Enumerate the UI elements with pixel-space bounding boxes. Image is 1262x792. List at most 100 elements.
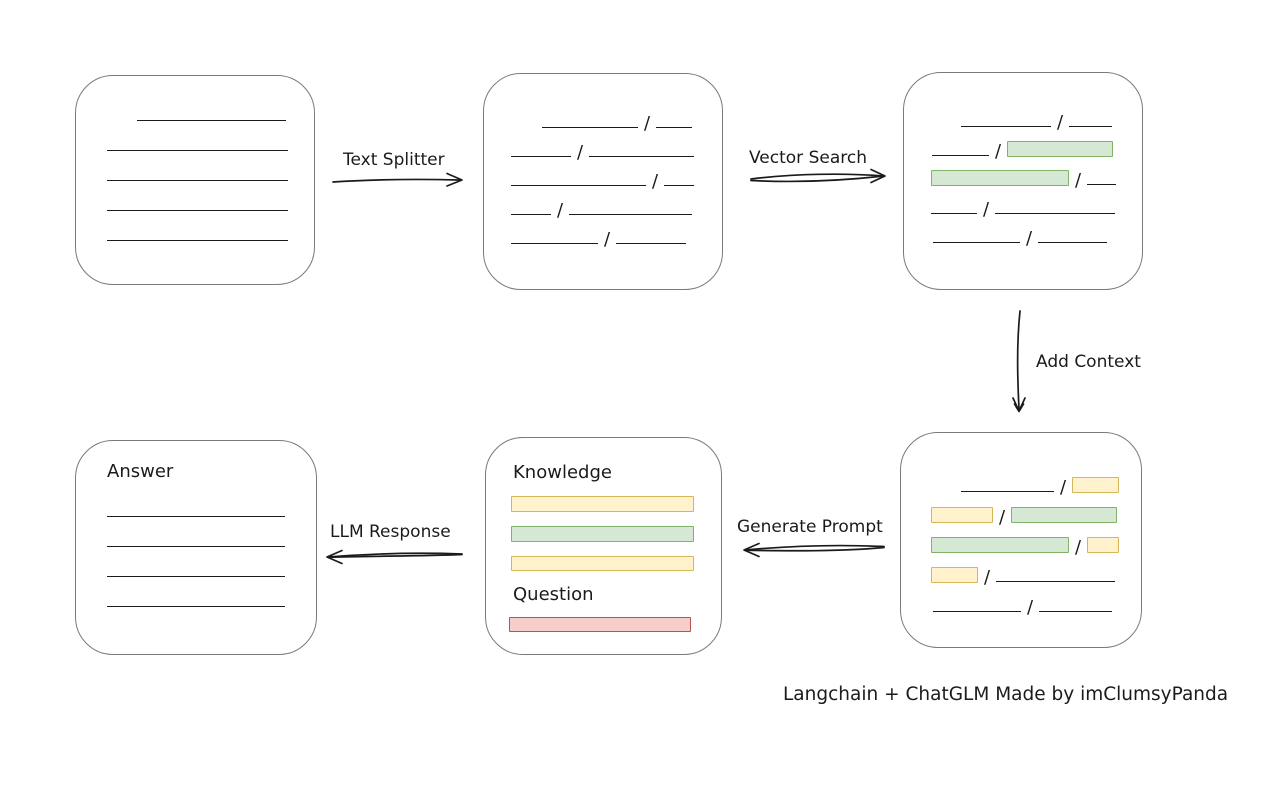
text-row: / (904, 157, 1142, 191)
vector-search-arrow (750, 168, 886, 184)
slash-separator: / (984, 567, 991, 588)
slash-separator: / (983, 199, 990, 220)
slash-separator: / (1075, 537, 1082, 558)
text-row (76, 122, 314, 152)
text-line (511, 214, 551, 215)
text-line (933, 611, 1021, 612)
text-row: / (901, 523, 1141, 558)
text-row: / (904, 186, 1142, 220)
text-row (76, 182, 314, 212)
document-lines (76, 76, 314, 242)
knowledge-label: Knowledge (513, 462, 612, 483)
slash-separator: / (1060, 477, 1067, 498)
green-chunk (1007, 141, 1114, 157)
green-chunk (931, 170, 1069, 186)
red-bar (509, 617, 691, 632)
llm-response-arrow (326, 549, 463, 565)
yellow-bar (511, 496, 694, 512)
text-line (995, 213, 1116, 214)
text-line (107, 150, 288, 151)
text-line (107, 240, 288, 241)
text-line (569, 214, 693, 215)
split-chunks-box: / / / / / (483, 73, 723, 290)
text-row: / (904, 128, 1142, 161)
text-line (1039, 611, 1113, 612)
yellow-chunk (1072, 477, 1120, 493)
answer-lines (76, 441, 316, 608)
text-row: / (484, 158, 722, 192)
split-chunks-lines: / / / / / (484, 74, 722, 250)
text-line (1038, 242, 1108, 243)
text-row: / (901, 583, 1141, 618)
text-row: / (901, 463, 1141, 498)
slash-separator: / (1026, 228, 1033, 249)
generate-prompt-arrow (743, 542, 885, 558)
text-row (76, 488, 316, 518)
context-chunks-box: / / / / / (900, 432, 1142, 648)
text-row (76, 212, 314, 242)
add-context-arrow (1012, 310, 1026, 413)
slash-separator: / (1075, 170, 1082, 191)
text-line (664, 185, 695, 186)
text-line (961, 491, 1054, 492)
text-line (616, 243, 687, 244)
green-chunk (931, 537, 1069, 553)
vector-search-label: Vector Search (749, 148, 867, 168)
yellow-chunk (931, 507, 993, 523)
text-row: / (484, 129, 722, 163)
text-line (931, 213, 977, 214)
yellow-chunk (931, 567, 978, 583)
context-chunks-lines: / / / / / (901, 433, 1141, 618)
add-context-label: Add Context (1036, 352, 1141, 372)
generate-prompt-label: Generate Prompt (737, 517, 883, 537)
text-line (137, 120, 286, 121)
green-bar (511, 526, 694, 542)
text-row (76, 548, 316, 578)
text-line (107, 576, 285, 577)
text-line (107, 606, 285, 607)
text-line (656, 127, 693, 128)
text-row (76, 518, 316, 548)
green-chunk (1011, 507, 1118, 523)
text-row: / (904, 215, 1142, 249)
retrieved-chunks-lines: ///// (904, 73, 1142, 249)
text-line (542, 127, 638, 128)
prompt-box: Knowledge Question (485, 437, 722, 655)
slash-separator: / (652, 171, 659, 192)
text-line (511, 156, 571, 157)
slash-separator: / (1027, 597, 1034, 618)
text-row: / (484, 100, 722, 134)
text-row: / (904, 99, 1142, 133)
text-line (107, 546, 285, 547)
text-line (107, 516, 285, 517)
text-row (76, 578, 316, 608)
slash-separator: / (577, 142, 584, 163)
text-row (76, 152, 314, 182)
text-splitter-arrow (332, 172, 463, 187)
slash-separator: / (604, 229, 611, 250)
text-row (76, 92, 314, 122)
text-line (107, 210, 288, 211)
text-line (961, 126, 1051, 127)
text-row: / (901, 553, 1141, 588)
text-line (933, 242, 1020, 243)
knowledge-bars (511, 496, 694, 571)
credit-caption: Langchain + ChatGLM Made by imClumsyPand… (783, 684, 1229, 705)
slash-separator: / (1057, 112, 1064, 133)
text-row: / (484, 187, 722, 221)
retrieved-chunks-box: ///// (903, 72, 1143, 290)
text-line (107, 180, 288, 181)
text-line (1069, 126, 1113, 127)
slash-separator: / (999, 507, 1006, 528)
text-line (932, 155, 989, 156)
slash-separator: / (644, 113, 651, 134)
text-line (1087, 184, 1117, 185)
text-line (589, 156, 695, 157)
answer-box: Answer (75, 440, 317, 655)
text-line (511, 243, 598, 244)
text-splitter-label: Text Splitter (343, 150, 445, 170)
slash-separator: / (557, 200, 564, 221)
yellow-bar (511, 556, 694, 571)
llm-response-label: LLM Response (330, 522, 451, 542)
